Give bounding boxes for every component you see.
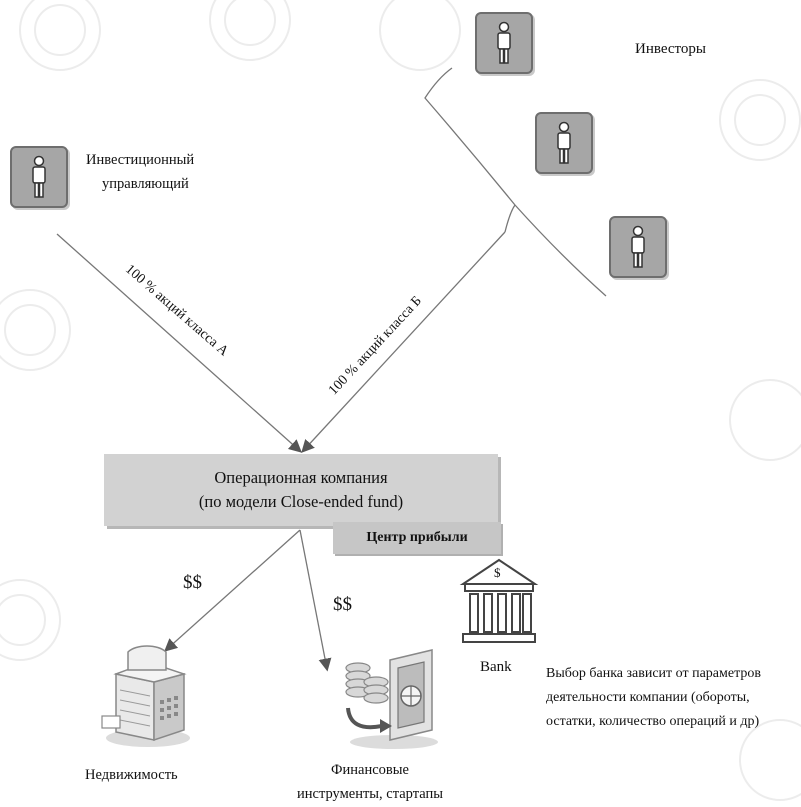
investors-label: Инвесторы [635, 41, 706, 57]
arrow-company-to-realestate [164, 529, 301, 652]
investor-3-icon [609, 216, 667, 278]
money-label-finance: $$ [333, 594, 352, 615]
bank-sign: $ [494, 565, 501, 580]
manager-label-line-1: Инвестиционный [86, 152, 195, 168]
bank-icon [459, 558, 539, 643]
finance-label-line-1: Финансовые [331, 762, 409, 778]
manager-icon [10, 146, 68, 208]
finance-label-line-2: инструменты, стартапы [297, 786, 443, 802]
investors-brace [424, 67, 607, 297]
company-title: Операционная компания [214, 468, 388, 487]
arrow-investors-to-company [301, 231, 506, 453]
vault-coins-icon [345, 649, 438, 749]
manager-label-line-2: управляющий [102, 176, 189, 192]
bank-label: Bank [480, 659, 512, 675]
bank-note-line-3: остатки, количество операций и др) [546, 714, 760, 729]
building-icon [101, 645, 190, 747]
investor-1-icon [475, 12, 533, 74]
arrow-manager-to-company [56, 233, 302, 453]
company-subtitle: (по модели Close-ended fund) [198, 492, 404, 511]
money-label-realestate: $$ [183, 572, 202, 593]
investor-2-icon [535, 112, 593, 174]
manager-label: Инвестиционный управляющий [86, 148, 194, 196]
bank-note: Выбор банка зависит от параметров деятел… [546, 662, 761, 734]
realestate-label: Недвижимость [85, 767, 178, 783]
bank-note-line-2: деятельности компании (обороты, [546, 690, 750, 705]
profit-center-badge: Центр прибыли [333, 522, 501, 554]
finance-label: Финансовые инструменты, стартапы [290, 758, 450, 806]
operating-company-box: Операционная компания (по модели Close-e… [104, 454, 498, 526]
bank-note-line-1: Выбор банка зависит от параметров [546, 666, 761, 681]
arrow-company-to-finance [299, 529, 332, 672]
